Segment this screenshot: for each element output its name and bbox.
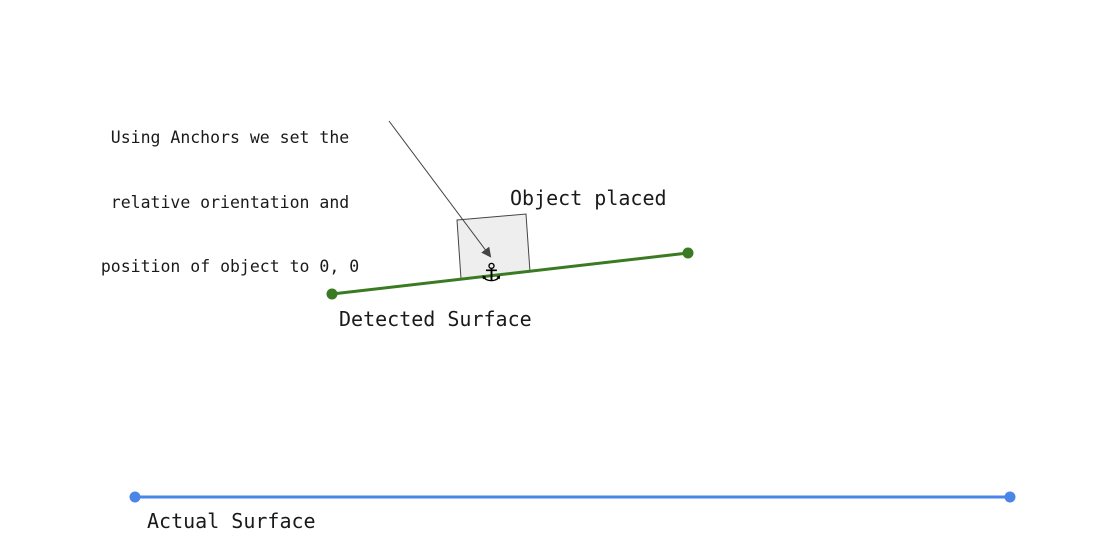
annotation-note: Using Anchors we set the relative orient… [84,84,376,321]
actual-surface-label: Actual Surface [147,509,316,533]
detected-surface-label: Detected Surface [339,307,532,331]
detected-surface-end-point [682,247,694,259]
object-placed-label: Object placed [510,186,667,210]
annotation-line-1: Using Anchors we set the [110,128,350,147]
detected-surface-start-point [326,288,338,300]
annotation-line-2: relative orientation and [110,192,350,212]
annotation-line-3: position of object to 0, 0 [100,257,360,276]
anchor-icon: ⚓ [480,258,503,287]
detected-surface-line [331,251,689,296]
actual-surface-start-point [129,491,141,503]
annotation-arrow [388,120,492,258]
actual-surface-end-point [1004,491,1016,503]
